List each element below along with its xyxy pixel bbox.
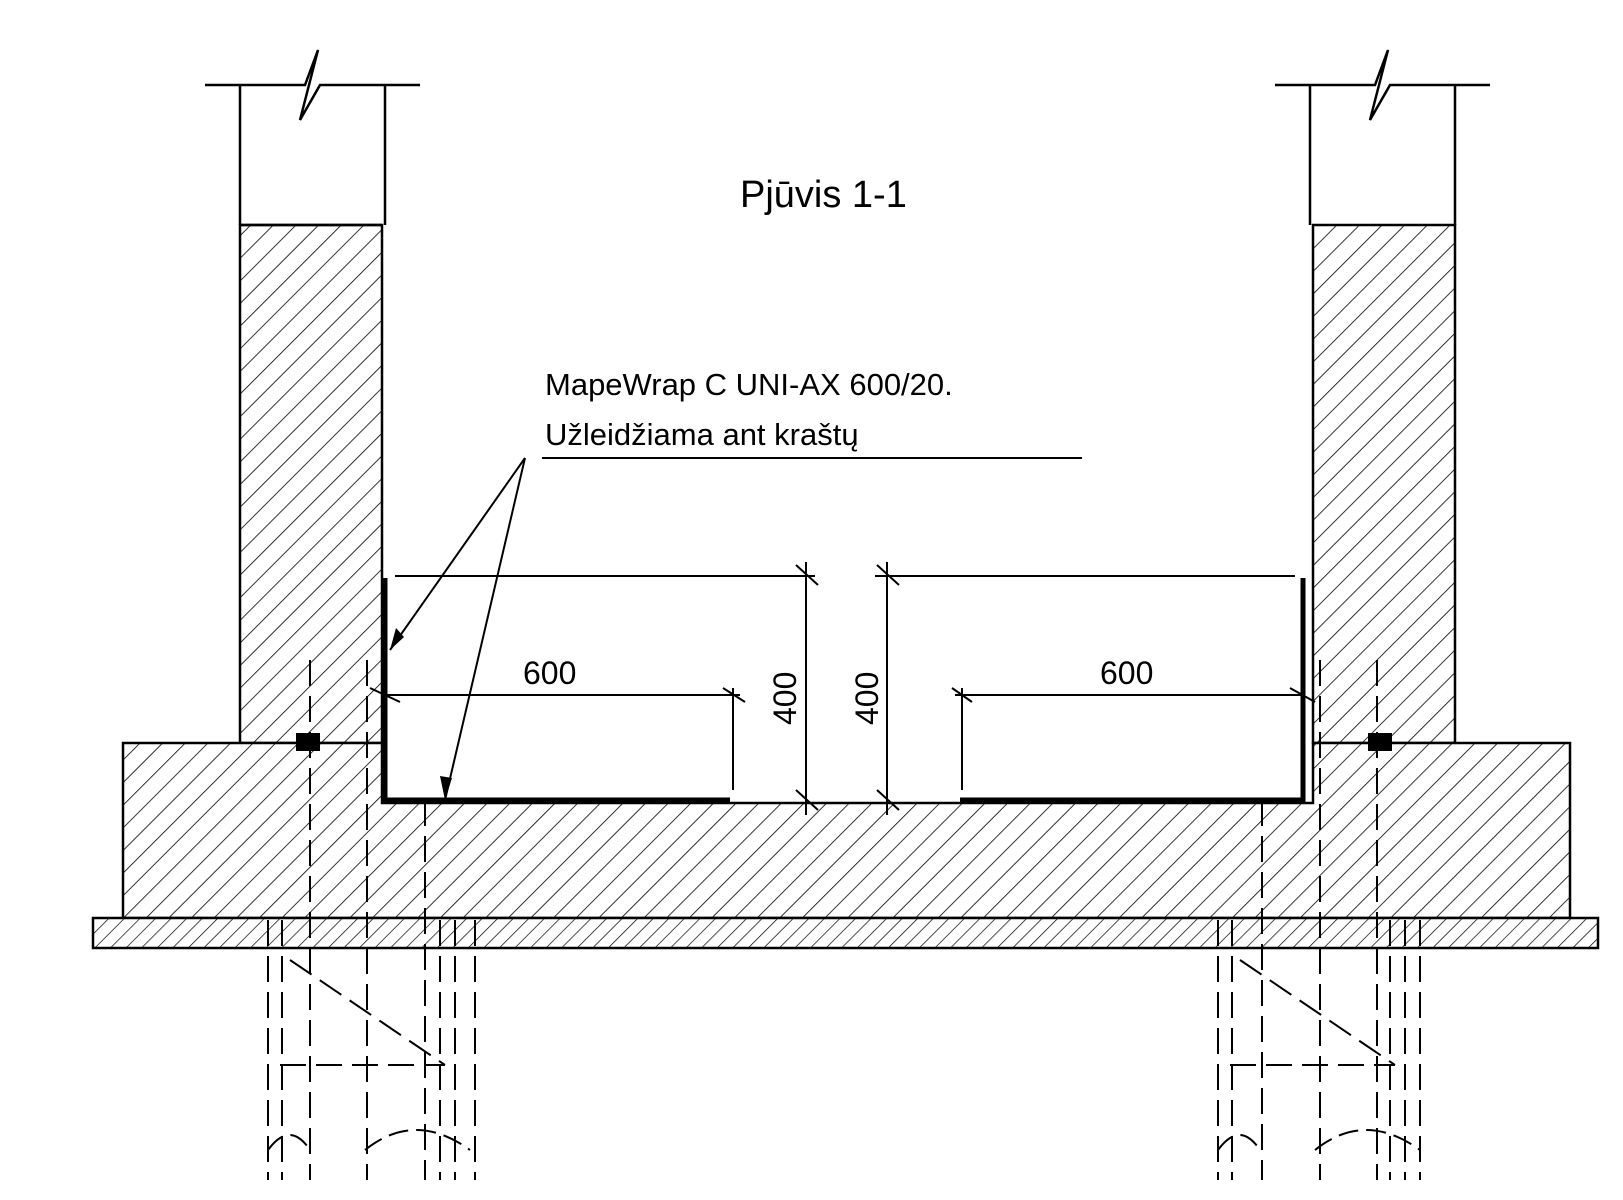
- base-slab: [121, 741, 1572, 920]
- arrow-head-wall: [390, 628, 404, 650]
- left-wall-hatched: [238, 223, 384, 745]
- dim-right-height: 400: [849, 672, 885, 725]
- hidden-lines: [309, 660, 1378, 1180]
- annotation-line-2: Užleidžiama ant kraštų: [545, 417, 859, 452]
- dim-left-width: 600: [523, 655, 576, 691]
- dim-right-width: 600: [1100, 655, 1153, 691]
- dimension-lines: [369, 562, 1316, 815]
- annotation-leaders: [389, 457, 1082, 801]
- left-break-line: [205, 49, 420, 121]
- bottom-plate: [91, 916, 1600, 950]
- left-anchor-block: [296, 733, 320, 751]
- wrap-left: [382, 578, 730, 803]
- left-piles: [267, 920, 476, 1180]
- right-wall-hatched: [1311, 223, 1457, 745]
- right-break-line: [1275, 49, 1490, 121]
- dim-left-height: 400: [767, 672, 803, 725]
- left-wall: [205, 49, 420, 745]
- section-title: Pjūvis 1-1: [740, 174, 907, 216]
- annotation-line-1: MapeWrap C UNI-AX 600/20.: [545, 367, 953, 402]
- wrap-right: [960, 578, 1306, 803]
- right-wall: [1275, 49, 1490, 745]
- arrow-head-floor: [440, 776, 452, 800]
- right-anchor-block: [1368, 733, 1392, 751]
- right-piles: [1217, 920, 1421, 1180]
